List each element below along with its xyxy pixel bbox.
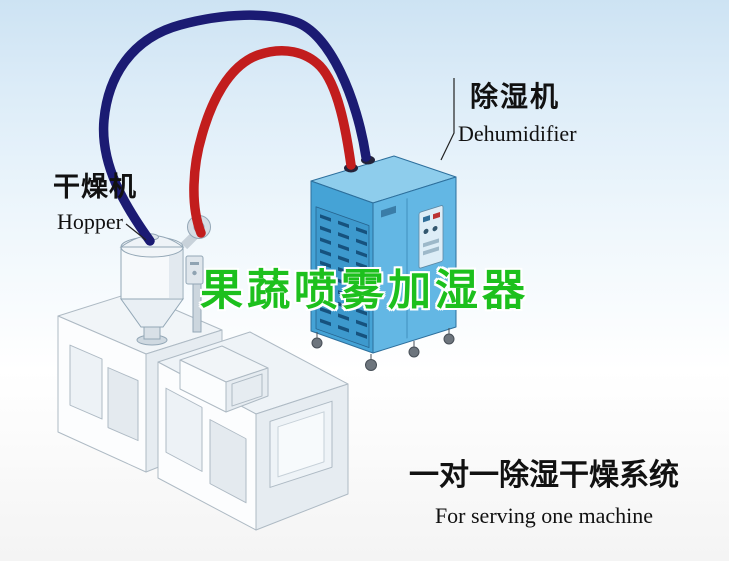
cabinet-side-details <box>381 198 444 339</box>
extruder-end-panel <box>269 400 333 488</box>
hopper-label: 干燥机 Hopper <box>53 165 137 235</box>
supply-hose-red <box>189 45 356 238</box>
return-hose-navy <box>98 10 371 246</box>
extruder-body-panels <box>165 387 247 504</box>
brand-plate <box>381 205 396 218</box>
dehumidifier-label-en: Dehumidifier <box>458 121 577 146</box>
hopper-label-en: Hopper <box>57 209 123 234</box>
hopper-body-shade <box>169 248 182 298</box>
extruder-machine <box>57 291 349 531</box>
cabinet-vent-grid <box>315 206 370 349</box>
system-label-cn: 一对一除湿干燥系统 <box>409 459 679 492</box>
dehumidifier-label: 除湿机 Dehumidifier <box>456 75 577 147</box>
watermark-text: 果蔬喷雾加湿器 <box>200 267 529 315</box>
dehumidifier-leader-line <box>440 78 455 161</box>
dehumidifier-cabinet <box>310 155 457 371</box>
extruder-midbox-side-face <box>225 367 269 413</box>
caster-wheels <box>311 328 455 371</box>
hopper-control-knob <box>192 270 197 276</box>
extruder-left-panels <box>69 344 139 442</box>
system-label-en: For serving one machine <box>434 503 654 528</box>
system-label: 一对一除湿干燥系统 For serving one machine <box>398 450 690 529</box>
dehumidifier-label-cn: 除湿机 <box>470 81 561 112</box>
hopper-label-cn: 干燥机 <box>53 172 137 202</box>
hopper-neck <box>143 325 161 340</box>
hopper-control-slot <box>190 262 199 265</box>
extruder-midbox-panel <box>231 373 263 407</box>
hopper-leader-line <box>125 223 147 241</box>
